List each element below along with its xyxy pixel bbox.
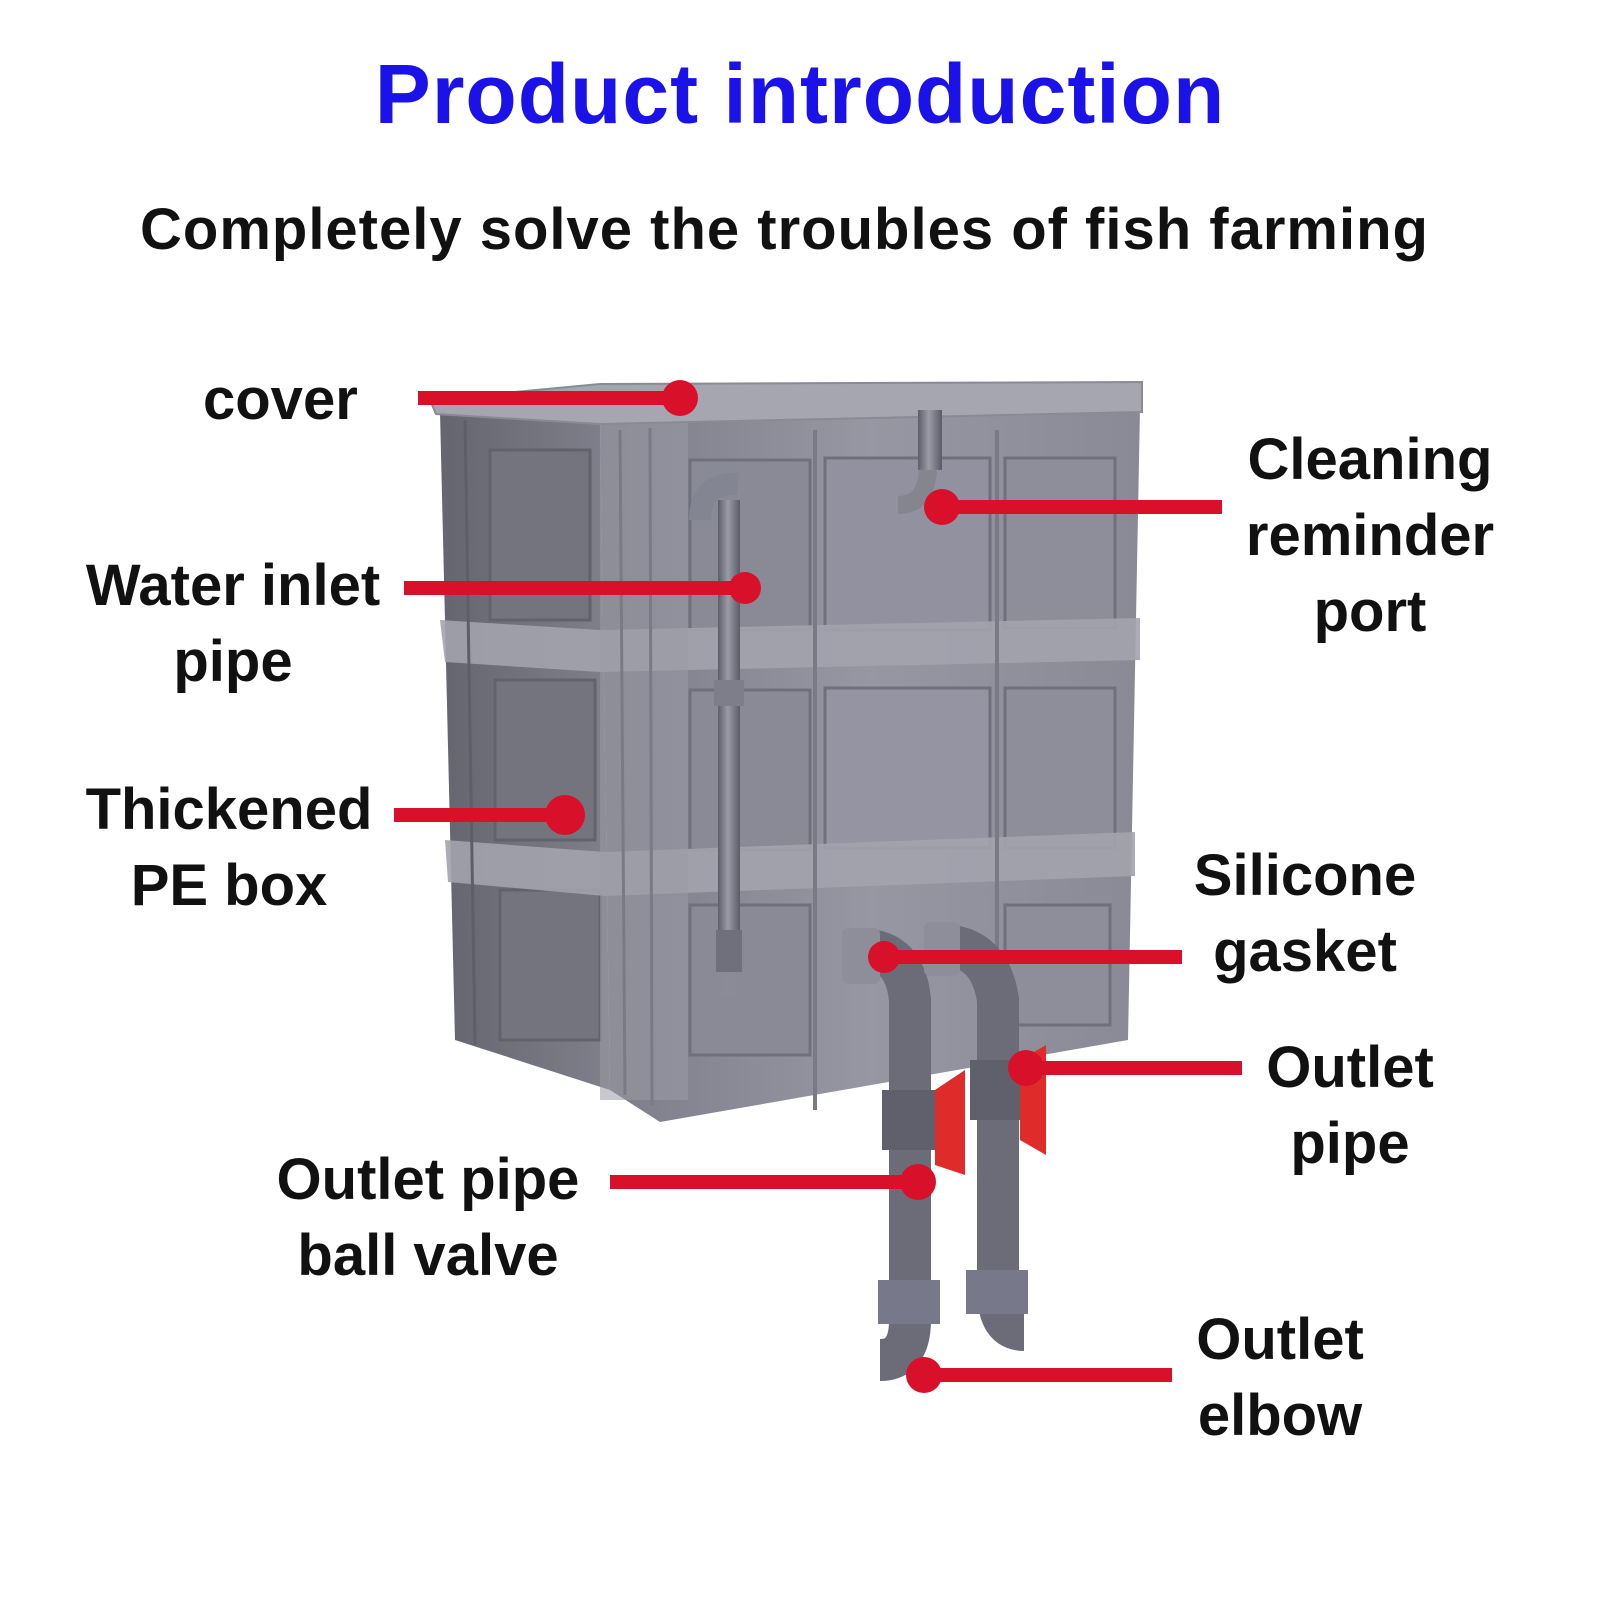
label-cover: cover [203,367,358,432]
label-silicone-gasket: Silicone gasket [1193,843,1417,984]
pe-box [428,380,1143,1122]
label-cleaning-reminder-port: Cleaning reminder port [1245,427,1495,644]
page-subtitle: Completely solve the troubles of fish fa… [140,197,1429,262]
valve-handle-left [935,1070,965,1175]
label-outlet-pipe-ball-valve: Outlet pipe ball valve [276,1147,580,1288]
label-outlet-pipe: Outlet pipe [1266,1035,1434,1176]
callout-lines [394,380,1242,1393]
water-inlet-pipe-graphic [689,472,744,996]
page-title: Product introduction [374,47,1226,141]
cleaning-port-graphic [897,410,942,514]
label-thickened-pe-box: Thickened PE box [85,777,373,918]
label-water-inlet-pipe: Water inlet pipe [85,553,381,694]
label-outlet-elbow: Outlet elbow [1196,1307,1364,1448]
